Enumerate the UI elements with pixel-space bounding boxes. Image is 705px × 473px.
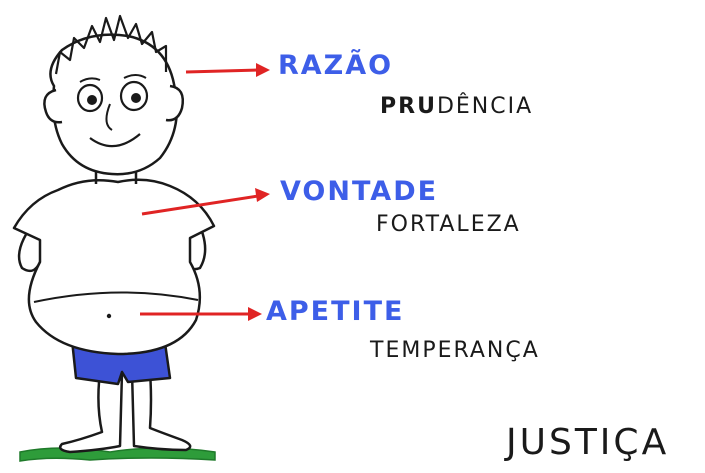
virtue-justica: JUSTIÇA	[506, 422, 670, 463]
virtue-prudencia-rest: DÊNCIA	[436, 94, 534, 119]
hair	[54, 14, 168, 75]
virtue-fortaleza: FORTALEZA	[376, 212, 521, 237]
faculty-razao: RAZÃO	[278, 50, 394, 81]
body	[12, 178, 216, 356]
faculty-vontade: VONTADE	[280, 176, 439, 207]
head	[49, 33, 179, 176]
virtue-temperanca: TEMPERANÇA	[370, 338, 540, 363]
virtue-prudencia: PRUDÊNCIA	[380, 94, 533, 119]
navel	[106, 313, 112, 319]
virtue-prudencia-bold: PRU	[380, 94, 437, 119]
arrows	[140, 63, 270, 321]
faculty-apetite: APETITE	[266, 296, 405, 327]
legs	[59, 370, 192, 454]
arrow-razao	[185, 68, 259, 74]
arrow-vontade	[141, 194, 259, 216]
